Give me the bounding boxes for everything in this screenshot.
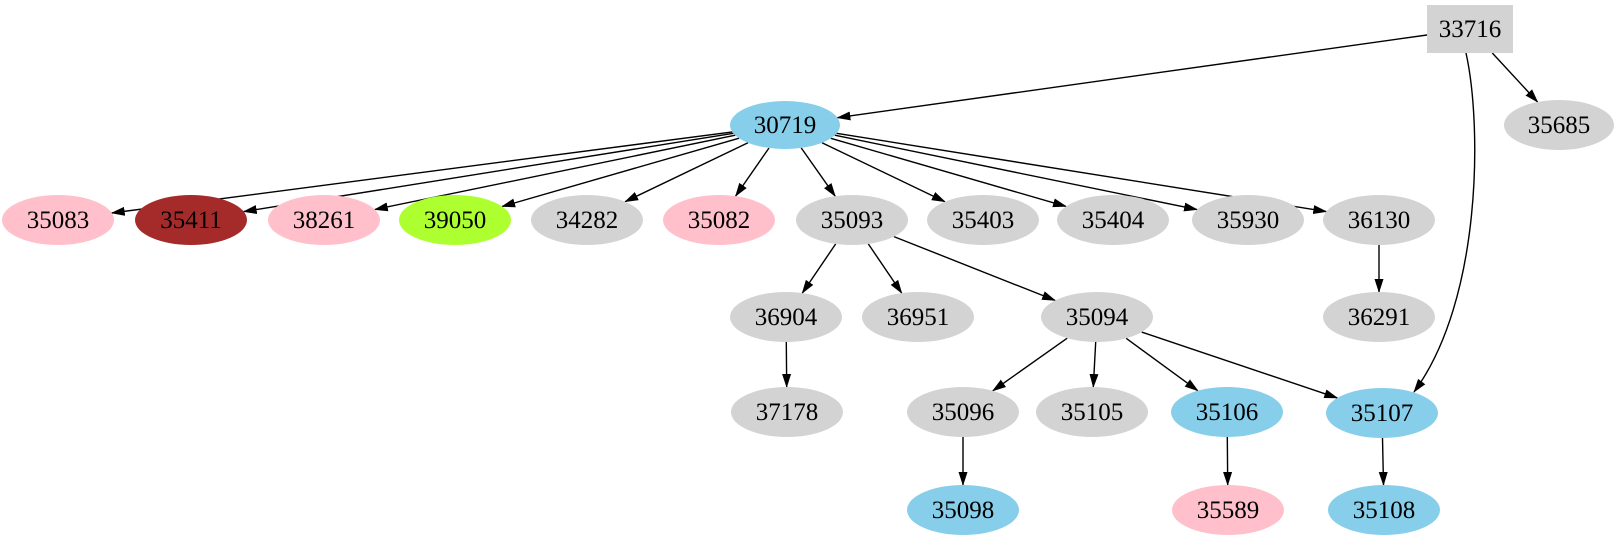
node-label: 30719: [754, 112, 817, 139]
edge-35093-36951: [867, 243, 903, 294]
node-35105: 35105: [1036, 387, 1148, 437]
node-label: 33716: [1439, 16, 1502, 43]
node-label: 36130: [1348, 207, 1411, 234]
node-35108: 35108: [1328, 485, 1440, 535]
node-30719: 30719: [730, 101, 840, 149]
node-label: 35106: [1196, 399, 1259, 426]
node-label: 35083: [27, 207, 90, 234]
edge-35094-35096: [991, 337, 1068, 392]
node-label: 39050: [424, 207, 487, 234]
node-35106: 35106: [1171, 387, 1283, 437]
node-35083: 35083: [2, 195, 114, 245]
node-ellipse: [135, 195, 247, 245]
node-label: 35411: [160, 207, 222, 234]
node-label: 35107: [1351, 400, 1414, 427]
edge-30719-35403: [821, 142, 946, 203]
node-34282: 34282: [531, 195, 643, 245]
node-ellipse: [663, 195, 775, 245]
node-ellipse: [796, 195, 908, 245]
node-35411: 35411: [135, 195, 247, 245]
node-label: 37178: [756, 399, 819, 426]
node-label: 35404: [1082, 207, 1145, 234]
edge-33716-30719: [836, 34, 1428, 121]
node-35093: 35093: [796, 195, 908, 245]
edge-35094-35105: [1089, 341, 1099, 388]
edge-30719-35404: [830, 137, 1067, 208]
node-label: 35108: [1353, 497, 1416, 524]
node-36130: 36130: [1323, 195, 1435, 245]
edge-35093-36904: [801, 243, 837, 294]
node-ellipse: [862, 292, 974, 342]
edge-35094-35107: [1141, 331, 1339, 399]
node-ellipse: [268, 195, 380, 245]
node-36291: 36291: [1323, 292, 1435, 342]
node-36951: 36951: [862, 292, 974, 342]
node-label: 36951: [887, 304, 950, 331]
node-35404: 35404: [1057, 195, 1169, 245]
node-ellipse: [730, 101, 840, 149]
node-ellipse: [1171, 387, 1283, 437]
edge-33716-35107: [1413, 52, 1476, 393]
node-label: 35094: [1066, 304, 1129, 331]
edge-30719-34282: [624, 142, 749, 203]
node-ellipse: [2, 195, 114, 245]
edge-35107-35108: [1378, 437, 1388, 486]
edge-30719-35082: [735, 147, 770, 197]
node-label: 35589: [1197, 497, 1260, 524]
nodes-layer: 33716 30719 35685 35083 35411 38261 39050 34282…: [2, 5, 1614, 535]
node-38261: 38261: [268, 195, 380, 245]
edge-30719-39050: [501, 137, 740, 208]
node-35589: 35589: [1172, 485, 1284, 535]
node-label: 35098: [932, 497, 995, 524]
node-ellipse: [1323, 292, 1435, 342]
node-ellipse: [1192, 195, 1304, 245]
node-35107: 35107: [1326, 388, 1438, 438]
node-35082: 35082: [663, 195, 775, 245]
edge-30719-35930: [834, 134, 1199, 212]
node-35403: 35403: [927, 195, 1039, 245]
node-label: 35685: [1528, 112, 1591, 139]
node-label: 35105: [1061, 399, 1124, 426]
node-35098: 35098: [907, 485, 1019, 535]
node-ellipse: [399, 195, 511, 245]
node-label: 35096: [932, 399, 995, 426]
node-ellipse: [1326, 388, 1438, 438]
node-ellipse: [1504, 100, 1614, 150]
node-label: 36904: [755, 304, 818, 331]
node-label: 35403: [952, 207, 1015, 234]
edge-30719-35093: [800, 147, 836, 198]
edge-35093-35094: [893, 235, 1057, 302]
edge-35094-35106: [1125, 337, 1199, 392]
edge-33716-35685: [1491, 52, 1539, 103]
node-35930: 35930: [1192, 195, 1304, 245]
node-ellipse: [907, 485, 1019, 535]
node-ellipse: [730, 292, 842, 342]
node-39050: 39050: [399, 195, 511, 245]
node-ellipse: [1328, 485, 1440, 535]
node-ellipse: [731, 387, 843, 437]
node-ellipse: [1172, 485, 1284, 535]
node-36904: 36904: [730, 292, 842, 342]
node-37178: 37178: [731, 387, 843, 437]
node-ellipse: [1057, 195, 1169, 245]
node-label: 35082: [688, 207, 751, 234]
node-35094: 35094: [1041, 292, 1153, 342]
node-label: 35093: [821, 207, 884, 234]
node-ellipse: [1041, 292, 1153, 342]
node-label: 38261: [293, 207, 356, 234]
node-label: 36291: [1348, 304, 1411, 331]
node-35685: 35685: [1504, 100, 1614, 150]
node-35096: 35096: [907, 387, 1019, 437]
node-label: 35930: [1217, 207, 1280, 234]
node-ellipse: [1323, 195, 1435, 245]
node-box: [1427, 5, 1513, 53]
node-ellipse: [531, 195, 643, 245]
node-ellipse: [907, 387, 1019, 437]
node-ellipse: [927, 195, 1039, 245]
node-ellipse: [1036, 387, 1148, 437]
node-33716: 33716: [1427, 5, 1513, 53]
node-label: 34282: [556, 207, 619, 234]
